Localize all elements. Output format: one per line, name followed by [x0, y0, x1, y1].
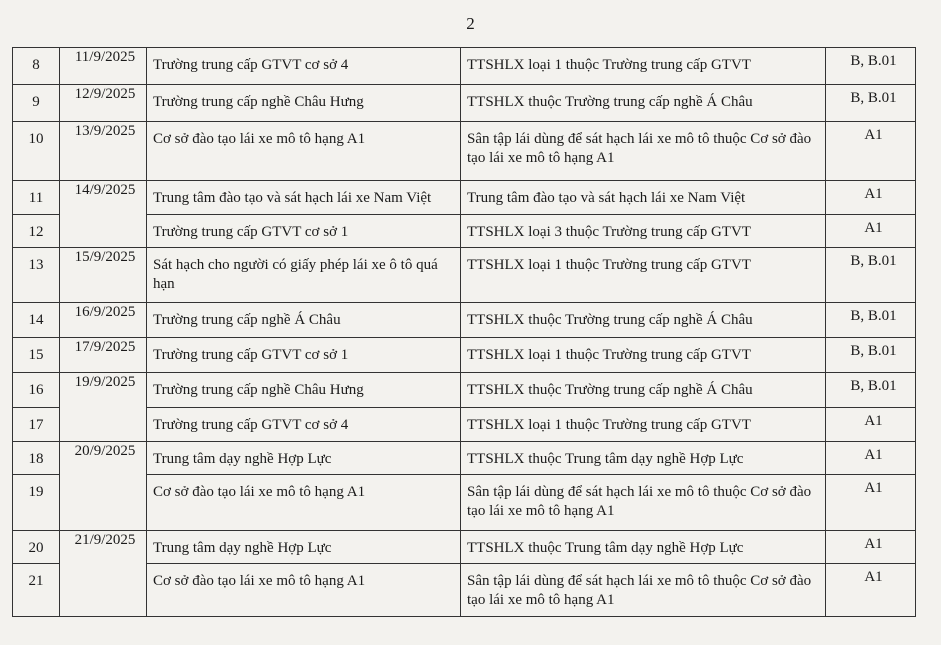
table-row: 8 11/9/2025 Trường trung cấp GTVT cơ sở …	[12, 47, 916, 85]
table-row: 18 20/9/2025 Trung tâm dạy nghề Hợp Lực …	[12, 441, 916, 531]
date-cell: 13/9/2025	[59, 121, 147, 181]
table-row: 11 14/9/2025 Trung tâm đào tạo và sát hạ…	[12, 180, 916, 248]
license-class-cell: A1	[825, 441, 916, 475]
table-row: 16 19/9/2025 Trường trung cấp nghề Châu …	[12, 372, 916, 442]
exam-location-cell: TTSHLX thuộc Trường trung cấp nghề Á Châ…	[460, 372, 826, 408]
table-row: 17 Trường trung cấp GTVT cơ sở 4 TTSHLX …	[12, 407, 916, 442]
exam-location-cell: TTSHLX loại 1 thuộc Trường trung cấp GTV…	[460, 47, 826, 85]
table-row: 15 17/9/2025 Trường trung cấp GTVT cơ sở…	[12, 337, 916, 373]
training-unit-cell: Trường trung cấp GTVT cơ sở 1	[146, 337, 461, 373]
row-number-cell: 16	[12, 372, 60, 408]
training-unit-cell: Trường trung cấp nghề Châu Hưng	[146, 84, 461, 122]
license-class-cell: B, B.01	[825, 302, 916, 338]
exam-location-cell: TTSHLX thuộc Trung tâm dạy nghề Hợp Lực	[460, 530, 826, 564]
exam-location-cell: Trung tâm đào tạo và sát hạch lái xe Nam…	[460, 180, 826, 215]
table-row: 21 Cơ sở đào tạo lái xe mô tô hạng A1 Sâ…	[12, 563, 916, 617]
date-cell: 17/9/2025	[59, 337, 147, 373]
training-unit-cell: Trung tâm dạy nghề Hợp Lực	[146, 530, 461, 564]
license-class-cell: A1	[825, 530, 916, 564]
date-cell: 15/9/2025	[59, 247, 147, 303]
license-class-cell: B, B.01	[825, 247, 916, 303]
date-cell: 12/9/2025	[59, 84, 147, 122]
training-unit-cell: Trung tâm đào tạo và sát hạch lái xe Nam…	[146, 180, 461, 215]
license-class-cell: A1	[825, 121, 916, 181]
training-unit-cell: Trường trung cấp GTVT cơ sở 4	[146, 407, 461, 442]
date-cell: 19/9/2025	[59, 372, 147, 442]
page-number: 2	[466, 14, 475, 33]
row-number-cell: 9	[12, 84, 60, 122]
exam-location-cell: TTSHLX thuộc Trường trung cấp nghề Á Châ…	[460, 302, 826, 338]
exam-location-cell: TTSHLX thuộc Trường trung cấp nghề Á Châ…	[460, 84, 826, 122]
row-number-cell: 11	[12, 180, 60, 215]
table-row: 10 13/9/2025 Cơ sở đào tạo lái xe mô tô …	[12, 121, 916, 181]
license-class-cell: B, B.01	[825, 372, 916, 408]
exam-location-cell: TTSHLX loại 1 thuộc Trường trung cấp GTV…	[460, 247, 826, 303]
training-unit-cell: Cơ sở đào tạo lái xe mô tô hạng A1	[146, 121, 461, 181]
license-class-cell: A1	[825, 214, 916, 248]
date-cell: 21/9/2025	[59, 530, 147, 617]
date-cell: 14/9/2025	[59, 180, 147, 248]
row-number-cell: 19	[12, 474, 60, 531]
license-class-cell: A1	[825, 180, 916, 215]
table-row: 12 Trường trung cấp GTVT cơ sở 1 TTSHLX …	[12, 214, 916, 248]
row-number-cell: 8	[12, 47, 60, 85]
training-unit-cell: Trung tâm dạy nghề Hợp Lực	[146, 441, 461, 475]
schedule-table: 8 11/9/2025 Trường trung cấp GTVT cơ sở …	[12, 47, 916, 617]
row-number-cell: 21	[12, 563, 60, 617]
training-unit-cell: Cơ sở đào tạo lái xe mô tô hạng A1	[146, 474, 461, 531]
row-number-cell: 20	[12, 530, 60, 564]
date-cell: 16/9/2025	[59, 302, 147, 338]
row-number-cell: 10	[12, 121, 60, 181]
table-row: 19 Cơ sở đào tạo lái xe mô tô hạng A1 Sâ…	[12, 474, 916, 531]
training-unit-cell: Trường trung cấp nghề Á Châu	[146, 302, 461, 338]
date-cell: 20/9/2025	[59, 441, 147, 531]
exam-location-cell: Sân tập lái dùng để sát hạch lái xe mô t…	[460, 474, 826, 531]
row-number-cell: 13	[12, 247, 60, 303]
row-number-cell: 12	[12, 214, 60, 248]
exam-location-cell: TTSHLX loại 1 thuộc Trường trung cấp GTV…	[460, 337, 826, 373]
license-class-cell: A1	[825, 407, 916, 442]
training-unit-cell: Trường trung cấp nghề Châu Hưng	[146, 372, 461, 408]
table-row: 13 15/9/2025 Sát hạch cho người có giấy …	[12, 247, 916, 303]
training-unit-cell: Cơ sở đào tạo lái xe mô tô hạng A1	[146, 563, 461, 617]
row-number-cell: 17	[12, 407, 60, 442]
table-row: 20 21/9/2025 Trung tâm dạy nghề Hợp Lực …	[12, 530, 916, 617]
exam-location-cell: TTSHLX thuộc Trung tâm dạy nghề Hợp Lực	[460, 441, 826, 475]
table-row: 14 16/9/2025 Trường trung cấp nghề Á Châ…	[12, 302, 916, 338]
row-number-cell: 14	[12, 302, 60, 338]
training-unit-cell: Trường trung cấp GTVT cơ sở 1	[146, 214, 461, 248]
row-number-cell: 15	[12, 337, 60, 373]
training-unit-cell: Sát hạch cho người có giấy phép lái xe ô…	[146, 247, 461, 303]
exam-location-cell: TTSHLX loại 1 thuộc Trường trung cấp GTV…	[460, 407, 826, 442]
license-class-cell: B, B.01	[825, 47, 916, 85]
row-number-cell: 18	[12, 441, 60, 475]
exam-location-cell: Sân tập lái dùng để sát hạch lái xe mô t…	[460, 563, 826, 617]
license-class-cell: B, B.01	[825, 337, 916, 373]
license-class-cell: A1	[825, 474, 916, 531]
date-cell: 11/9/2025	[59, 47, 147, 85]
license-class-cell: A1	[825, 563, 916, 617]
table-row: 9 12/9/2025 Trường trung cấp nghề Châu H…	[12, 84, 916, 122]
exam-location-cell: Sân tập lái dùng để sát hạch lái xe mô t…	[460, 121, 826, 181]
training-unit-cell: Trường trung cấp GTVT cơ sở 4	[146, 47, 461, 85]
exam-location-cell: TTSHLX loại 3 thuộc Trường trung cấp GTV…	[460, 214, 826, 248]
license-class-cell: B, B.01	[825, 84, 916, 122]
